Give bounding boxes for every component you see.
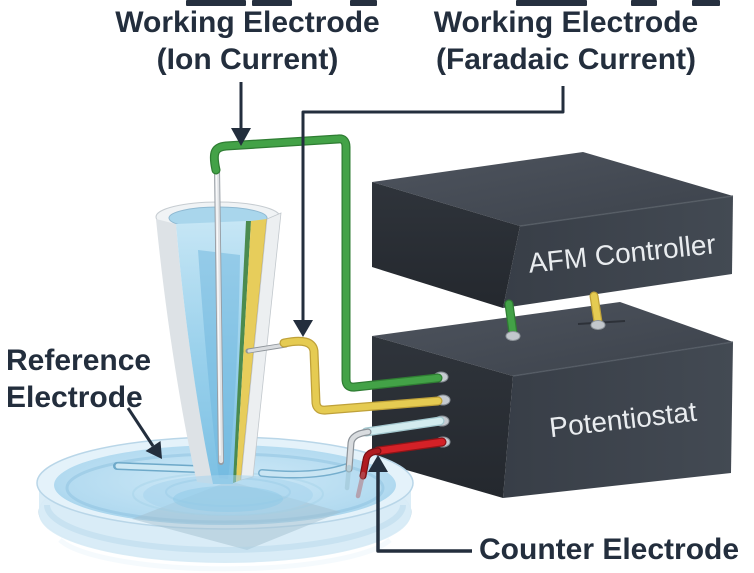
yellow-wire: [245, 336, 443, 415]
green-link-wire: [505, 300, 517, 337]
label-working-electrode-faradaic: Working Electrode (Faradaic Current): [433, 6, 699, 77]
label-working-electrode-ion: Working Electrode (Ion Current): [115, 6, 380, 77]
reference-arrowhead: [145, 441, 162, 459]
yellow-link-connector: [590, 320, 606, 330]
counter-arrowhead: [368, 455, 388, 472]
pipette-glass-left: [156, 219, 214, 484]
counter-callout-line: [376, 470, 472, 553]
reference-callout-line: [126, 407, 155, 447]
afm-controller-box: [372, 152, 734, 308]
label-reference-electrode: Reference Electrode: [6, 344, 152, 415]
faradaic-callout-line: [301, 86, 565, 322]
pipette-inner-coating-edge: [233, 221, 251, 483]
reference-electrode-tube: [115, 463, 198, 472]
reference-wire-elbow: [346, 429, 371, 472]
red-wire: [355, 437, 447, 499]
faradaic-arrowhead: [293, 320, 313, 337]
cropped-text-fragments: [186, 0, 720, 6]
cyan-wire: [344, 416, 445, 491]
yellow-link-wire: [590, 292, 602, 326]
nanopipette: [143, 165, 313, 515]
green-wire: [209, 134, 443, 392]
controller-potentiostat-wires: [504, 291, 606, 341]
gold-contact-pin: [247, 343, 287, 353]
label-counter-electrode: Counter Electrode: [479, 533, 740, 566]
ion-arrowhead: [231, 128, 251, 146]
counter-wire-elbow: [360, 448, 381, 479]
callouts: [126, 82, 565, 553]
green-link-connector: [505, 331, 521, 341]
